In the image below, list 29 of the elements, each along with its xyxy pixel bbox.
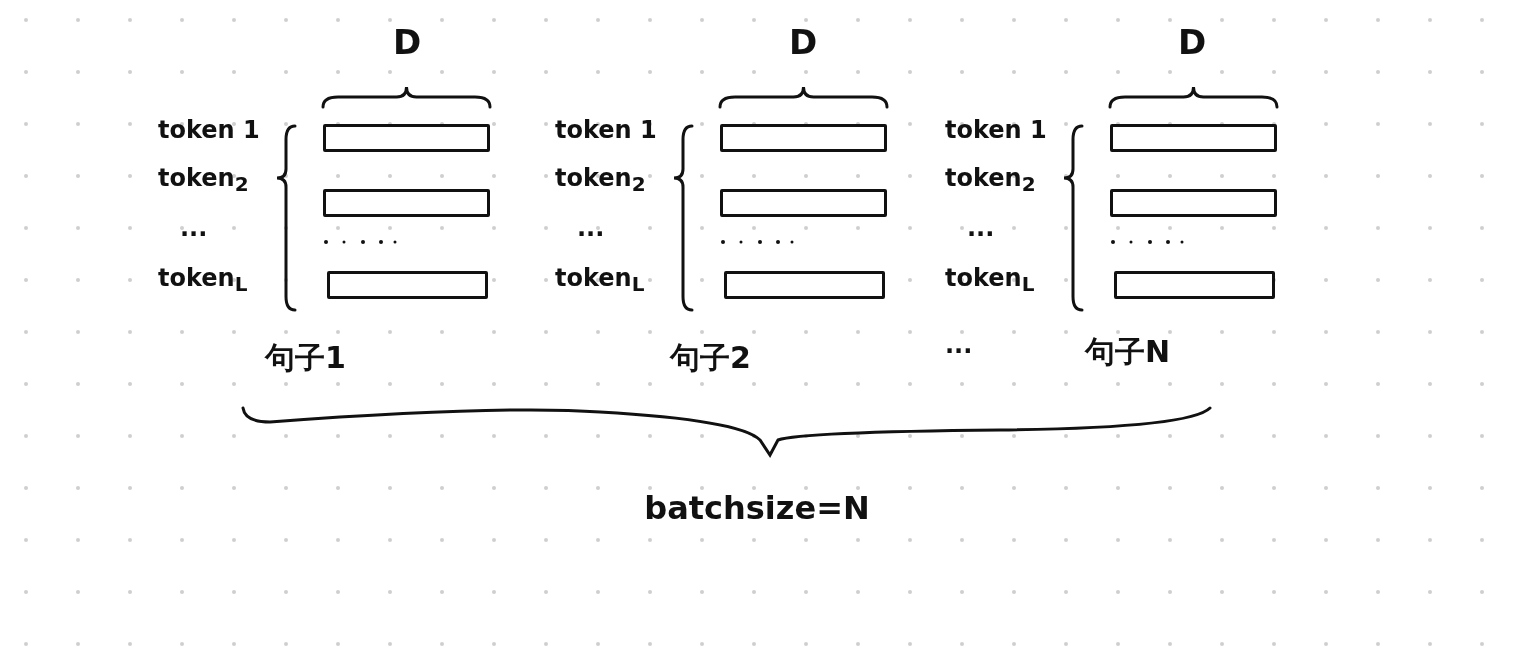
vector-bar xyxy=(323,189,490,217)
token-label: token$_{2}$ xyxy=(158,165,249,195)
token-label: token$_{2}$ xyxy=(945,165,1036,195)
vector-bar xyxy=(724,271,885,299)
ellipsis-text: ... xyxy=(945,333,973,357)
vector-bar xyxy=(720,124,887,152)
ellipsis-text: ... xyxy=(967,216,995,240)
ellipsis-text: ... xyxy=(180,216,208,240)
sentence-label: 句子1 xyxy=(265,343,346,373)
sentence-label: 句子N xyxy=(1085,337,1171,367)
vector-bar xyxy=(1110,189,1277,217)
token-label: token$_{2}$ xyxy=(555,165,646,195)
vector-bar xyxy=(323,124,490,152)
ellipsis-text: ... xyxy=(577,216,605,240)
sentence-label: 句子2 xyxy=(670,343,751,373)
dimension-label: D xyxy=(1177,25,1207,59)
token-label: token$_{L}$ xyxy=(158,265,248,295)
token-label: token$_{L}$ xyxy=(945,265,1035,295)
dimension-label: D xyxy=(392,25,422,59)
vector-bar xyxy=(1110,124,1277,152)
token-label: token 1 xyxy=(158,118,260,142)
vector-bar xyxy=(327,271,488,299)
token-label: token 1 xyxy=(945,118,1047,142)
batch-size-label: batchsize=N xyxy=(644,492,870,524)
token-label: token$_{L}$ xyxy=(555,265,645,295)
vector-bar xyxy=(1114,271,1275,299)
dimension-label: D xyxy=(788,25,818,59)
token-label: token 1 xyxy=(555,118,657,142)
vector-bar xyxy=(720,189,887,217)
